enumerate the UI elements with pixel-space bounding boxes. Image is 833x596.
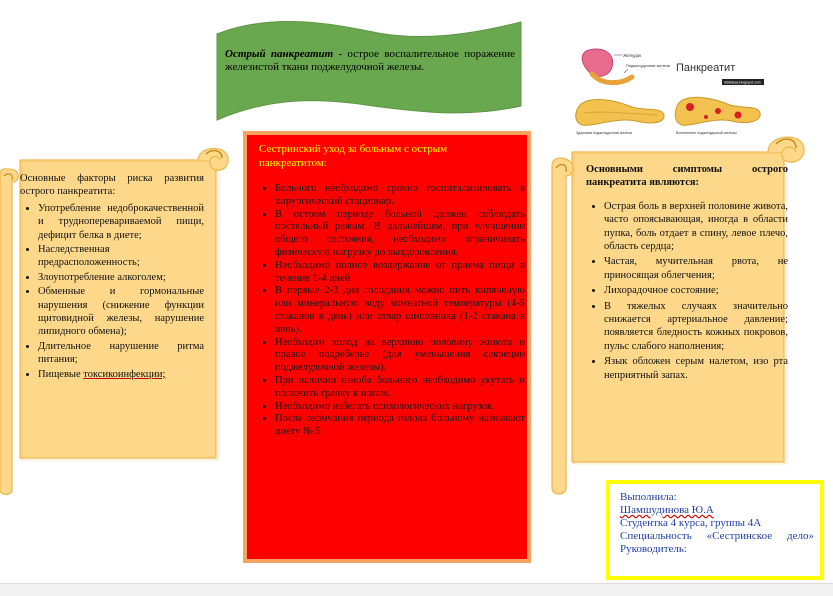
risk-factors-scroll: Основные факторы риска развития острого … xyxy=(0,140,232,496)
list-item: Необходимо избегать психологических нагр… xyxy=(275,401,525,414)
risk-factors-list: Употребление недоброкачественной и трудн… xyxy=(20,202,204,381)
list-item: Злоупотребление алкоголем; xyxy=(38,271,204,284)
definition-banner: Острый панкреатит - острое воспалительно… xyxy=(213,18,525,121)
risk-factors-heading: Основные факторы риска развития острого … xyxy=(20,173,204,198)
student-info: Студентка 4 курса, группы 4А xyxy=(620,517,762,529)
pancreas-image: Желудок Поджелудочная железа Панкреатит … xyxy=(572,41,764,136)
list-item: Употребление недоброкачественной и трудн… xyxy=(38,202,204,242)
symptoms-scroll: Основными симптомы острого панкреатита я… xyxy=(548,126,806,496)
list-item: Лихорадочное состояние; xyxy=(604,284,788,297)
author-box: Выполнила: Шамшудинова Ю.А Студентка 4 к… xyxy=(606,480,824,580)
list-item: В остром периоде больной должен соблюдат… xyxy=(275,209,525,260)
watermark: dlafalaca.blogspot.com xyxy=(724,81,761,85)
specialty-info: Специальность «Сестринское дело» xyxy=(620,530,814,542)
done-by-label: Выполнила: xyxy=(620,491,677,503)
symptoms-content: Основными симптомы острого панкреатита я… xyxy=(586,163,788,384)
scroll-shape xyxy=(551,136,805,495)
nursing-care-content: Больного необходимо срочно госпитализиро… xyxy=(257,183,525,439)
window-bottom-bar xyxy=(0,583,833,596)
list-item: В тяжелых случаях значительно снижается … xyxy=(604,300,788,354)
scroll-shape xyxy=(0,147,229,496)
supervisor-label: Руководитель: xyxy=(620,543,687,555)
label-inflamed: Воспаление поджелудочной железы xyxy=(676,131,737,135)
label-stomach: Желудок xyxy=(623,53,641,58)
list-item: В первые 2-3 дня голодания можно пить ки… xyxy=(275,285,525,336)
list-item: Частая, мучительная рвота, не приносящая… xyxy=(604,255,788,282)
list-item-underlined: токсикоинфекции; xyxy=(83,368,166,380)
list-item: Длительное нарушение ритма питания; xyxy=(38,340,204,367)
label-pancreas: Поджелудочная железа xyxy=(626,63,671,68)
list-item-prefix: Пищевые xyxy=(38,368,84,380)
list-item: Больного необходимо срочно госпитализиро… xyxy=(275,183,525,209)
label-healthy: Здоровая поджелудочная железа xyxy=(576,131,632,135)
list-item: Пищевые токсикоинфекции; xyxy=(38,368,204,381)
list-item: Острая боль в верхней половине живота, ч… xyxy=(604,200,788,254)
author-name: Шамшудинова Ю.А xyxy=(620,504,714,516)
list-item: Наследственная предрасположенность; xyxy=(38,243,204,270)
illustration-title: Панкреатит xyxy=(676,62,735,74)
nursing-care-box: Сестринский уход за больным с острым пан… xyxy=(243,131,531,563)
symptoms-heading: Основными симптомы острого панкреатита я… xyxy=(586,164,788,189)
nursing-care-list: Больного необходимо срочно госпитализиро… xyxy=(257,183,525,439)
author-info: Выполнила: Шамшудинова Ю.А Студентка 4 к… xyxy=(620,491,814,556)
definition-body: - острое воспалительное поражение желези… xyxy=(225,48,515,73)
nursing-care-title: Сестринский уход за больным с острым пан… xyxy=(259,143,448,169)
list-item: Необходимо полное воздержание от приема … xyxy=(275,260,525,286)
list-item: При наличии озноба больного необходимо у… xyxy=(275,375,525,401)
banner-shape xyxy=(216,21,522,121)
list-item: После окончания периода голода больному … xyxy=(275,413,525,439)
list-item: Язык обложен серым налетом, изо рта непр… xyxy=(604,355,788,382)
definition-text: Острый панкреатит - острое воспалительно… xyxy=(225,48,515,74)
list-item: Необходим холод на верхнюю половину живо… xyxy=(275,337,525,375)
pancreatitis-illustration: Желудок Поджелудочная железа Панкреатит … xyxy=(572,41,764,136)
symptoms-list: Острая боль в верхней половине живота, ч… xyxy=(586,200,788,382)
term-label: Острый панкреатит xyxy=(225,48,334,60)
risk-factors-content: Основные факторы риска развития острого … xyxy=(20,172,204,382)
list-item: Обменные и гормональные нарушения (сниже… xyxy=(38,285,204,339)
